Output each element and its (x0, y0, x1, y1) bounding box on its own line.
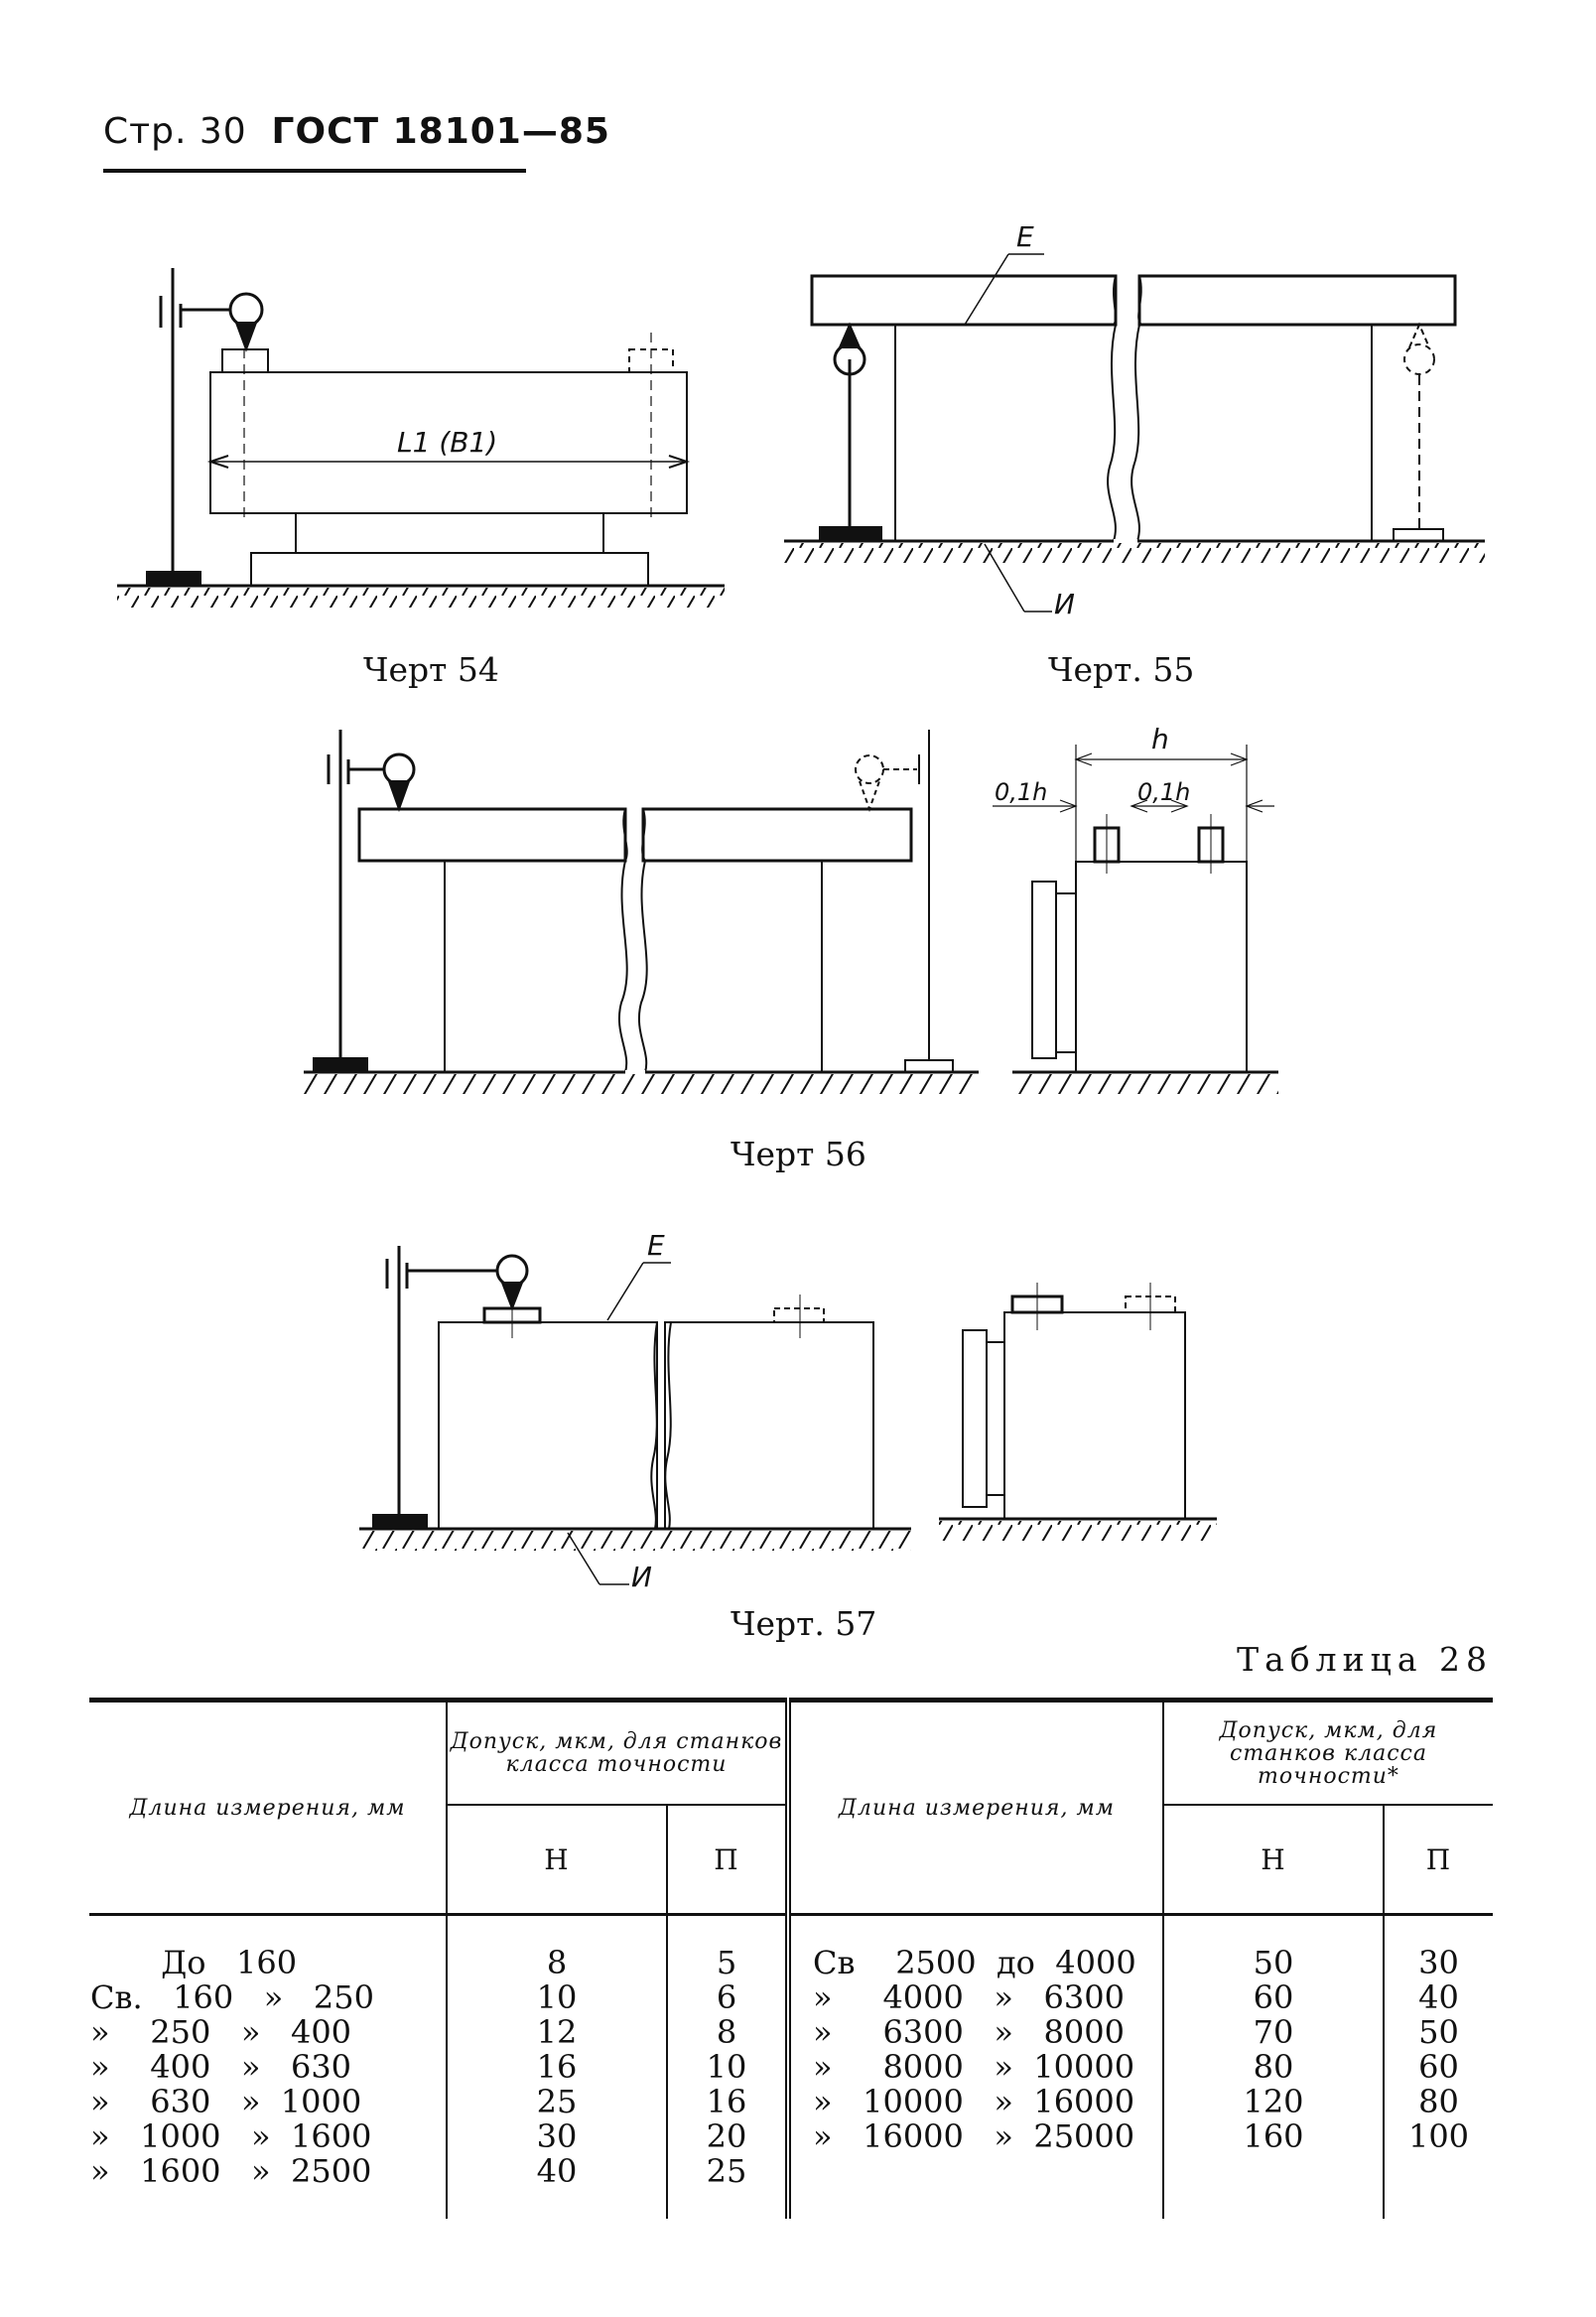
list-item: До 160 (90, 1944, 298, 1981)
table-28: Длина измерения, мм Допуск, мкм, для ста… (89, 1698, 1493, 2219)
col-p-left: П (666, 1805, 788, 1916)
cell-p: 16 (706, 2083, 747, 2120)
cell-n: 50 (1253, 1944, 1294, 1981)
label-e-fig57: E (647, 1229, 665, 1262)
dim-label-l1-b1: L1 (B1) (397, 426, 497, 459)
cell-n: 60 (1253, 1978, 1294, 2016)
standard-number: ГОСТ 18101—85 (271, 111, 610, 152)
cell-n: 120 (1243, 2083, 1304, 2120)
cell-p: 40 (1418, 1978, 1459, 2016)
list-item: Св 2500 до 4000 (813, 1944, 1136, 1981)
head-tolerance-left: Допуск, мкм, для станков класса точности (446, 1700, 788, 1806)
list-item: » 400 » 630 (90, 2048, 352, 2086)
list-item: » 630 » 1000 (90, 2083, 362, 2120)
caption-fig-55: Черт. 55 (1048, 650, 1195, 689)
col-p-right: П (1383, 1805, 1493, 1916)
list-item: » 1600 » 2500 (90, 2152, 372, 2190)
cell-n: 8 (546, 1944, 568, 1981)
cell-p: 25 (706, 2152, 747, 2190)
cell-p: 80 (1418, 2083, 1459, 2120)
cell-p: 50 (1418, 2013, 1459, 2051)
list-item: » 8000 » 10000 (813, 2048, 1135, 2086)
col-n-right: Н (1162, 1805, 1384, 1916)
list-item: Св. 160 » 250 (90, 1978, 374, 2016)
header-rule (103, 169, 526, 173)
head-length-right: Длина измерения, мм (785, 1700, 1163, 1916)
label-01h-left: 0,1h (995, 778, 1047, 806)
cell-p: 10 (706, 2048, 747, 2086)
figure-57 (359, 1246, 1217, 1585)
label-01h-right: 0,1h (1137, 778, 1190, 806)
list-item: » 16000 » 25000 (813, 2117, 1135, 2155)
cell-n: 25 (536, 2083, 578, 2120)
caption-fig-56: Черт 56 (731, 1135, 866, 1173)
cell-p: 20 (706, 2117, 747, 2155)
page-header: Стр. 30 ГОСТ 18101—85 (103, 111, 610, 152)
list-item: » 250 » 400 (90, 2013, 352, 2051)
figure-55 (784, 253, 1485, 613)
cell-p: 6 (716, 1978, 737, 2016)
cell-n: 40 (536, 2152, 578, 2190)
caption-fig-57: Черт. 57 (731, 1604, 877, 1643)
cell-n: 12 (536, 2013, 578, 2051)
label-i-fig57: И (631, 1561, 652, 1593)
col-n-left: Н (446, 1805, 667, 1916)
label-i-fig55: И (1054, 588, 1075, 620)
list-item: » 1000 » 1600 (90, 2117, 372, 2155)
label-h: h (1151, 723, 1169, 755)
cell-n: 160 (1243, 2117, 1304, 2155)
figure-56 (304, 730, 1278, 1094)
table-caption: Таблица 28 (1237, 1640, 1493, 1679)
cell-p: 5 (716, 1944, 737, 1981)
head-length-left: Длина измерения, мм (89, 1700, 447, 1916)
list-item: » 10000 » 16000 (813, 2083, 1135, 2120)
cell-n: 10 (536, 1978, 578, 2016)
head-tolerance-right: Допуск, мкм, для станков класса точности… (1162, 1700, 1493, 1806)
cell-p: 8 (716, 2013, 737, 2051)
cell-n: 30 (536, 2117, 578, 2155)
list-item: » 6300 » 8000 (813, 2013, 1125, 2051)
cell-p: 60 (1418, 2048, 1459, 2086)
caption-fig-54: Черт 54 (363, 650, 499, 689)
list-item: » 4000 » 6300 (813, 1978, 1125, 2016)
drawings: L1 (B1) E И h 0,1h 0,1h E И (117, 220, 1485, 1593)
page-number: Стр. 30 (103, 111, 247, 152)
figure-54 (117, 268, 725, 608)
cell-p: 30 (1418, 1944, 1459, 1981)
label-e-fig55: E (1016, 220, 1034, 253)
cell-n: 16 (536, 2048, 578, 2086)
cell-n: 80 (1253, 2048, 1294, 2086)
cell-p: 100 (1407, 2117, 1470, 2155)
cell-n: 70 (1253, 2013, 1294, 2051)
